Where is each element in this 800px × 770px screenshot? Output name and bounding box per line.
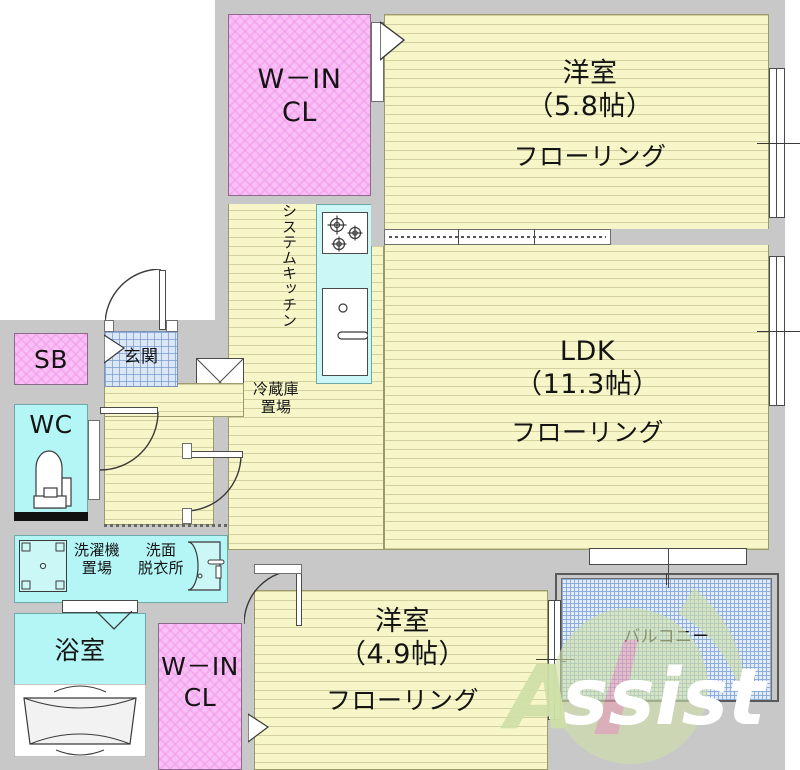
entrance-threshold-2 [166, 320, 178, 332]
hall-door-washroom-leaf[interactable] [185, 451, 243, 458]
entrance-door-swing-icon [105, 269, 162, 326]
room-shoe-box[interactable] [14, 333, 88, 385]
toilet-label: WC [14, 410, 88, 441]
entrance-step-arrow-icon [104, 334, 126, 364]
vanity-sink-icon [187, 541, 225, 591]
closet-bottom-step-arrow-icon [248, 713, 270, 743]
bedroom-second-line3: フローリング [325, 686, 479, 715]
wic-top-line1: W－IN [257, 64, 342, 95]
wc-text: WC [29, 410, 73, 439]
ldk-line2: （11.3帖） [515, 368, 660, 400]
window-bedroom-second-tick [536, 659, 574, 660]
toilet-door-opening[interactable] [88, 420, 100, 500]
bath-text: 浴室 [54, 636, 106, 665]
bedroom-second-line1: 洋室 [374, 606, 431, 637]
room-walk-in-closet-top[interactable] [228, 14, 371, 196]
hall-opening-right-2[interactable] [182, 508, 192, 524]
bedroom-second-flooring: フローリング [285, 686, 520, 717]
washroom-top-divider [104, 524, 228, 527]
entrance-text: 玄関 [123, 347, 159, 367]
wall-kitchen-top [228, 196, 371, 204]
sliding-track-line [389, 236, 606, 238]
bedroom-main-line2: （5.8帖） [526, 90, 654, 122]
bathroom-label: 浴室 [14, 636, 146, 667]
toilet-base-bar [14, 512, 88, 521]
washing-machine-pan-icon [21, 542, 65, 590]
window-bedroom-main-right-tick [757, 143, 800, 144]
fridge-line2: 置場 [260, 398, 292, 417]
refrigerator-space-label: 冷蔵庫 置場 [243, 380, 309, 417]
washroom-line2: 脱衣所 [138, 559, 184, 578]
hall-opening-right[interactable] [182, 443, 192, 459]
bedroom-main-flooring: フローリング [460, 142, 720, 173]
balcony-rail-outline [555, 573, 779, 702]
shoe-box-label: SB [14, 345, 88, 376]
hall-door-ldk-swing-icon [100, 412, 159, 471]
walk-in-closet-bottom-label: W－IN CL [154, 652, 246, 713]
bedroom-second-line2: （4.9帖） [338, 638, 467, 670]
balcony-divider-top [666, 573, 667, 585]
room-bedroom-main[interactable] [384, 14, 769, 232]
bedroom-second-label: 洋室 （4.9帖） [285, 606, 520, 672]
bedroom-main-line3: フローリング [513, 142, 667, 171]
wall-kitchen-right [371, 196, 384, 246]
ldk-label: LDK （11.3帖） [455, 336, 720, 402]
wic-bottom-line2: CL [183, 682, 217, 712]
walk-in-closet-top-label: W－IN CL [228, 64, 371, 130]
wic-bottom-line1: W－IN [161, 652, 239, 681]
washroom-label: 洗面 脱衣所 [128, 541, 194, 578]
bedroom-second-door-swing-icon [244, 570, 299, 625]
kitchen-text: システムキッチン [280, 203, 298, 328]
entrance-door-leaf[interactable] [159, 270, 166, 330]
ldk-line3: フローリング [510, 418, 664, 447]
door-wic-top-swing-icon [380, 21, 406, 61]
bedroom-second-door-opening[interactable] [254, 564, 302, 574]
bathtub-icon [14, 684, 146, 757]
exterior-void-right [785, 0, 800, 770]
kitchen-sink-faucet-icon [337, 303, 368, 340]
bedroom-main-line1: 洋室 [562, 58, 618, 89]
exterior-void-top-left [0, 0, 215, 320]
room-ldk[interactable] [384, 232, 769, 550]
entrance-threshold [104, 320, 114, 332]
gas-stove-burners-icon [327, 215, 363, 252]
wall-ldk-bedroom-second [228, 550, 558, 564]
ldk-flooring: フローリング [455, 418, 720, 449]
room-entrance[interactable] [104, 331, 178, 387]
toilet-unit-icon [33, 450, 72, 509]
washer-line1: 洗濯機 [74, 541, 120, 559]
room-walk-in-closet-bottom[interactable] [158, 623, 242, 770]
window-bedroom-second-mullion [554, 600, 555, 720]
bath-folding-door-icon [96, 611, 132, 630]
entrance-label: 玄関 [104, 347, 178, 368]
bedroom-main-label: 洋室 （5.8帖） [460, 58, 720, 124]
window-ldk-right-tick [757, 331, 800, 332]
balcony-sliding-divider [668, 548, 669, 588]
washer-space-label: 洗濯機 置場 [64, 541, 130, 578]
hall-door-ldk-leaf[interactable] [100, 407, 158, 414]
washing-machine-pan[interactable] [19, 540, 67, 592]
fridge-line1: 冷蔵庫 [253, 380, 299, 398]
wic-top-line2: CL [282, 96, 317, 128]
sb-text: SB [33, 345, 69, 374]
wall-ldk-bedroom-right [611, 229, 769, 245]
bath-door-opening[interactable] [62, 600, 138, 613]
washroom-line1: 洗面 [145, 541, 177, 559]
system-kitchen-label: システムキッチン [280, 203, 298, 378]
hall-door-washroom-swing-icon [185, 455, 242, 512]
washer-line2: 置場 [81, 559, 113, 578]
room-bedroom-second[interactable] [254, 590, 548, 770]
ldk-line1: LDK [559, 336, 616, 367]
